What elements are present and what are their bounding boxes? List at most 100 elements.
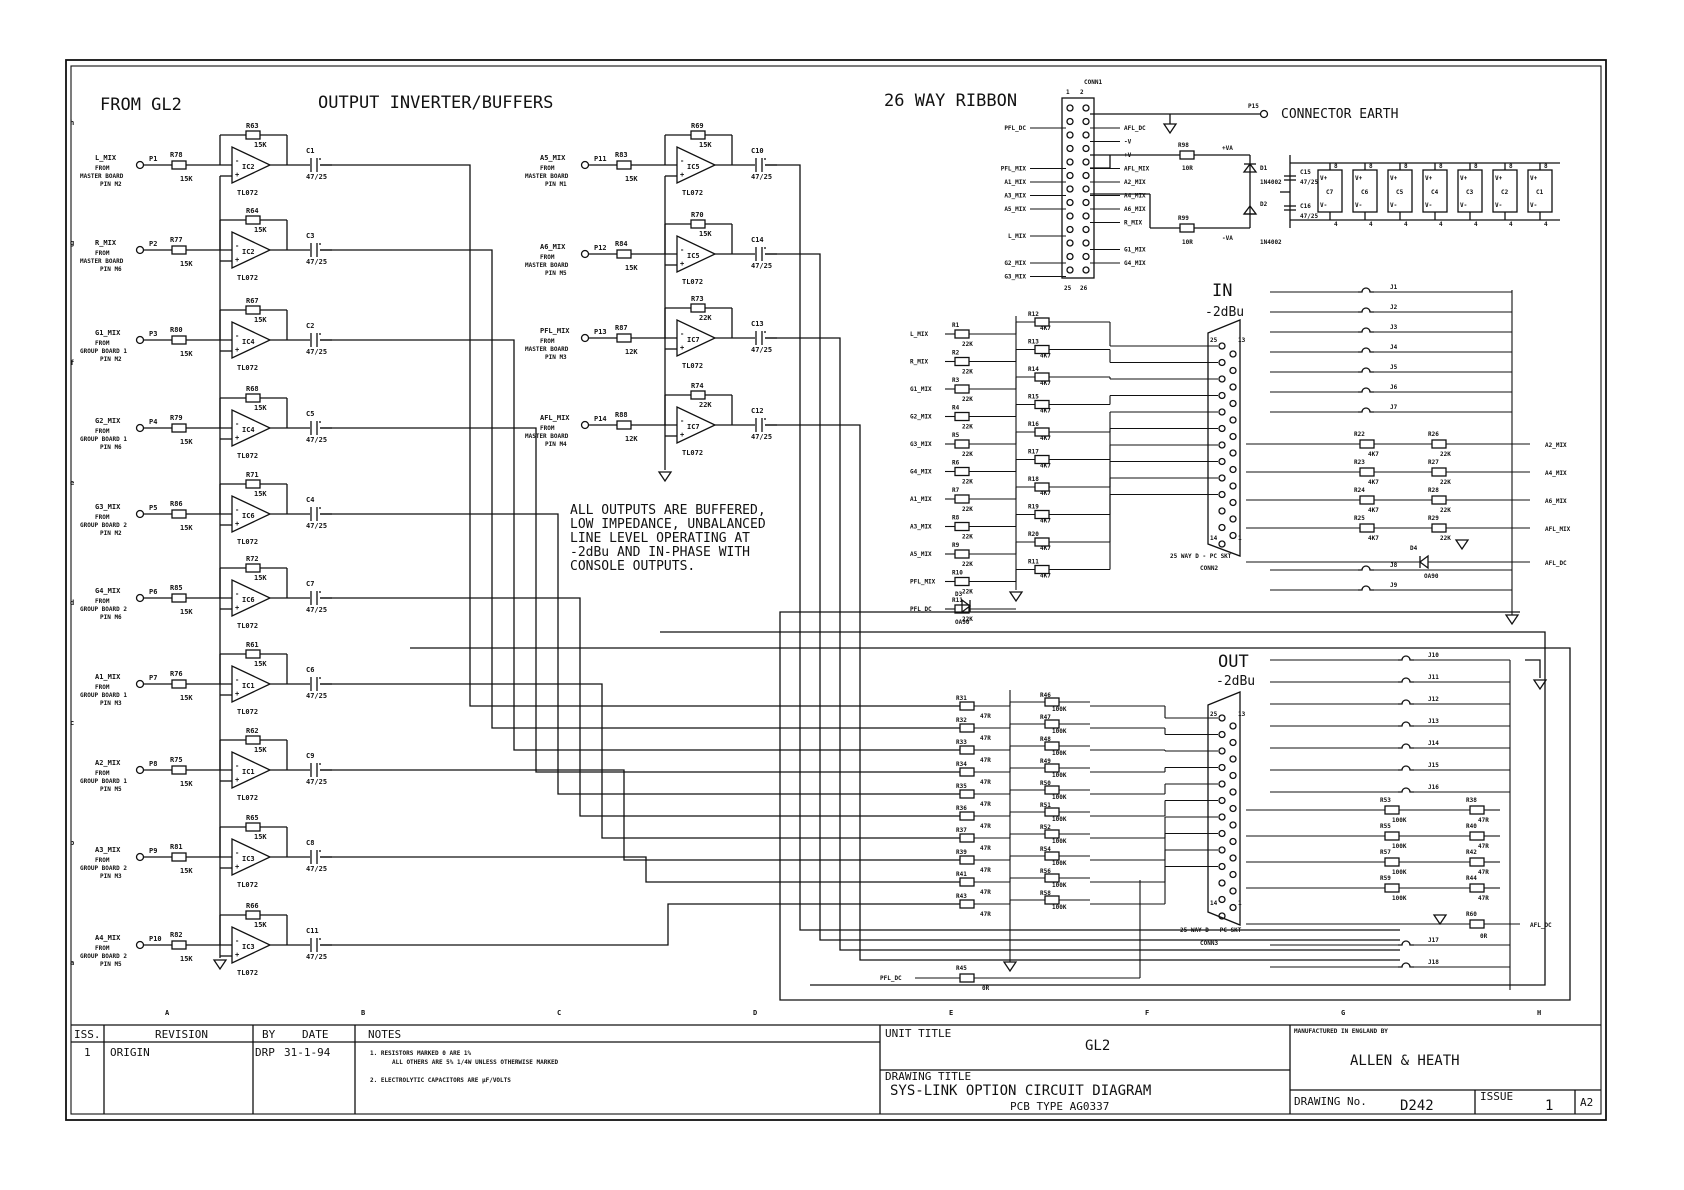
- in-right-signal: A6_MIX: [1545, 498, 1567, 505]
- border-row-label: a: [70, 959, 74, 967]
- border-row-label: c: [70, 719, 74, 727]
- opamp-id: IC4: [242, 338, 255, 346]
- opamp-type: TL072: [237, 189, 258, 197]
- jumper-id: J13: [1428, 718, 1439, 725]
- resistor-id: R81: [170, 843, 183, 851]
- ribbon-pin-left: [1066, 104, 1074, 112]
- resistor-id: R75: [170, 756, 183, 764]
- in-right-resistor: [1431, 467, 1447, 477]
- ribbon-right-label: G1_MIX: [1124, 247, 1146, 254]
- d-pin: [1218, 408, 1226, 416]
- in-signal-name: PFL_MIX: [910, 579, 936, 586]
- signal-name: G4_MIX: [95, 587, 121, 595]
- resistor-id: R25: [1354, 515, 1365, 522]
- resistor-value: 15K: [180, 350, 193, 358]
- resistor-value: 47R: [980, 867, 991, 874]
- ic-id: C3: [1466, 189, 1474, 196]
- pin-id: 8: [1404, 163, 1408, 170]
- resistor-id: R20: [1028, 531, 1039, 538]
- jumper-symbol: [1358, 407, 1374, 413]
- ground-icon: [1008, 591, 1024, 603]
- resistor-value: 15K: [699, 230, 712, 238]
- ribbon-pin-right: [1082, 252, 1090, 261]
- jumper-id: J11: [1428, 674, 1439, 681]
- d-pin: [1229, 870, 1237, 879]
- source-from: FROM: [540, 425, 555, 432]
- resistor-value: 15K: [254, 141, 267, 149]
- capacitor-value: 47/25: [306, 522, 327, 530]
- in-series-resistor: [954, 329, 970, 339]
- resistor-value: 47R: [980, 845, 991, 852]
- in-signal-name: L_MIX: [910, 331, 928, 338]
- capacitor-value: 47/25: [306, 258, 327, 266]
- r60-resistor: [1469, 919, 1485, 929]
- wire: [1525, 659, 1541, 678]
- input-terminal: [135, 765, 145, 775]
- source-from: FROM: [95, 945, 110, 952]
- signal-name: G1_MIX: [95, 329, 121, 337]
- ribbon-pin-right: [1082, 104, 1090, 112]
- resistor-value: 15K: [180, 867, 193, 875]
- d-pin: [1218, 441, 1226, 449]
- resistor-value: 15K: [254, 404, 267, 412]
- opamp-id: IC2: [242, 248, 255, 256]
- diode-symbol: [1242, 162, 1258, 173]
- in-right-resistor: [1431, 495, 1447, 505]
- resistor-value: 15K: [254, 226, 267, 234]
- in-signal-name: A1_MIX: [910, 496, 932, 503]
- capacitor-id: C11: [306, 927, 319, 935]
- issue-number: 1: [84, 1046, 91, 1059]
- resistor-value: 15K: [254, 921, 267, 929]
- resistor-id: R85: [170, 584, 183, 592]
- ground-icon: [1504, 614, 1520, 626]
- opamp-type: TL072: [237, 708, 258, 716]
- jumper-symbol: [1358, 565, 1374, 571]
- capacitor-value: 47/25: [751, 262, 772, 270]
- source-board: GROUP BOARD 1: [80, 436, 127, 443]
- d-pin: [1218, 879, 1226, 887]
- resistor-id: R19: [1028, 504, 1039, 511]
- resistor-value: 22K: [962, 616, 973, 623]
- resistor-id: R2: [952, 350, 960, 357]
- opamp-minus: -: [680, 246, 684, 254]
- pin-id: 8: [1509, 163, 1513, 170]
- resistor-value: 4K7: [1040, 518, 1051, 525]
- source-board: GROUP BOARD 2: [80, 522, 127, 529]
- resistor-value: 47R: [980, 911, 991, 918]
- opamp-plus: +: [235, 951, 239, 959]
- feedback-resistor: [690, 219, 706, 229]
- d-pin: [1229, 531, 1237, 540]
- opamp-minus: -: [680, 157, 684, 165]
- resistor-value: 100K: [1052, 794, 1067, 801]
- diode-id: D3: [955, 591, 963, 598]
- jumper-id: J5: [1390, 364, 1398, 371]
- company-name: ALLEN & HEATH: [1350, 1053, 1460, 1069]
- supply-resistor: [1179, 150, 1195, 160]
- ribbon-right-label: R_MIX: [1124, 220, 1142, 227]
- opamp-type: TL072: [237, 794, 258, 802]
- source-board: GROUP BOARD 1: [80, 778, 127, 785]
- input-resistor: [616, 420, 632, 430]
- opamp-plus: +: [680, 171, 684, 179]
- signal-trace: [320, 769, 960, 861]
- resistor-value: 15K: [180, 175, 193, 183]
- source-from: FROM: [95, 598, 110, 605]
- resistor-id: R4: [952, 405, 960, 412]
- pin-id: P8: [149, 760, 157, 768]
- source-board: GROUP BOARD 2: [80, 606, 127, 613]
- jumper-id: J6: [1390, 384, 1398, 391]
- r45-resistor: [959, 973, 975, 983]
- source-pin: PIN M2: [100, 530, 122, 537]
- opamp-symbol: [231, 494, 272, 534]
- source-pin: PIN M2: [100, 356, 122, 363]
- in-signal-name: G2_MIX: [910, 414, 932, 421]
- ribbon-pin-left: [1066, 131, 1074, 139]
- rail-label: V-: [1530, 202, 1537, 209]
- input-resistor: [616, 249, 632, 259]
- outer-border: [65, 59, 1607, 1121]
- capacitor-id: C3: [306, 232, 314, 240]
- date-header: DATE: [302, 1028, 329, 1041]
- note-line: -2dBu AND IN-PHASE WITH: [570, 545, 750, 560]
